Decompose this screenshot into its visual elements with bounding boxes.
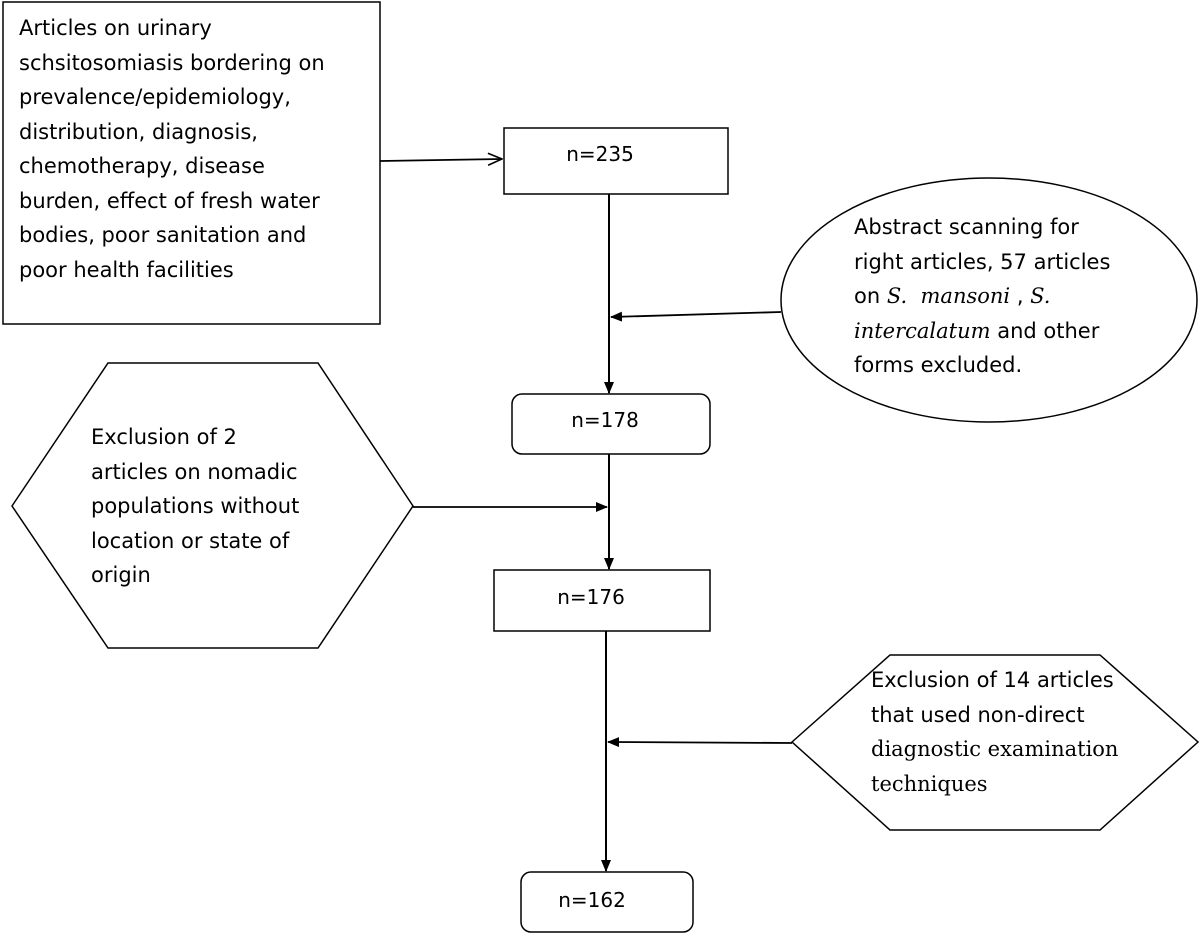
- source-line: distribution, diagnosis,: [19, 119, 258, 144]
- source-line: burden, effect of fresh water: [19, 188, 320, 213]
- arrow-source-to-n235: [379, 159, 502, 161]
- diagnostic-exclusion-line: techniques: [871, 771, 988, 796]
- n176-box: [493, 569, 711, 632]
- nomadic-exclusion-hexagon: [11, 362, 414, 649]
- diagnostic-exclusion-text: Exclusion of 14 articles that used non-d…: [871, 663, 1118, 801]
- abstract-scan-ellipse: [780, 177, 1198, 423]
- diagnostic-exclusion-hexagon: [790, 654, 1200, 831]
- source-line: bodies, poor sanitation and: [19, 223, 307, 247]
- nomadic-exclusion-line: location or state of: [91, 528, 290, 553]
- nomadic-exclusion-line: origin: [91, 563, 151, 587]
- diagnostic-exclusion-line: diagnostic examination: [871, 737, 1119, 761]
- nomadic-exclusion-text: Exclusion of 2 articles on nomadic popul…: [91, 420, 299, 593]
- source-line: Articles on urinary: [19, 16, 212, 40]
- arrow-abstract-scan: [610, 311, 782, 322]
- n176-label: n=176: [557, 585, 625, 609]
- source-line: schsitosomiasis bordering on: [19, 50, 325, 75]
- source-line: poor health facilities: [19, 257, 234, 282]
- abstract-scan-line: forms excluded.: [854, 353, 1023, 377]
- abstract-scan-text: Abstract scanning for right articles, 57…: [854, 210, 1110, 383]
- n235-box: [503, 127, 729, 195]
- diagnostic-exclusion-line: Exclusion of 14 articles: [871, 668, 1114, 692]
- source-line: prevalence/epidemiology,: [19, 85, 291, 109]
- n162-label: n=162: [558, 888, 626, 912]
- n162-box: [520, 871, 694, 933]
- nomadic-exclusion-line: populations without: [91, 494, 300, 518]
- species-name: intercalatum: [854, 318, 991, 343]
- abstract-scan-line: intercalatum and other: [854, 314, 1110, 349]
- abstract-scan-line: right articles, 57 articles: [854, 249, 1111, 274]
- abstract-scan-fragment: ,: [1010, 284, 1031, 308]
- n178-label: n=178: [571, 408, 639, 432]
- species-name: S.: [1030, 284, 1051, 308]
- source-line: chemotherapy, disease: [19, 154, 265, 178]
- n178-box: [511, 393, 711, 455]
- nomadic-exclusion-line: Exclusion of 2: [91, 425, 237, 449]
- diagnostic-exclusion-line: that used non-direct: [871, 702, 1085, 727]
- abstract-scan-fragment: on: [854, 284, 887, 308]
- n235-label: n=235: [566, 142, 634, 166]
- source-box: [2, 1, 381, 325]
- abstract-scan-fragment: and other: [990, 318, 1100, 343]
- arrow-diagnostic-exclusion: [607, 737, 793, 748]
- nomadic-exclusion-line: articles on nomadic: [91, 459, 298, 484]
- abstract-scan-line: on S. mansoni , S.: [854, 279, 1110, 314]
- abstract-scan-line: Abstract scanning for: [854, 215, 1079, 239]
- source-text: Articles on urinary schsitosomiasis bord…: [19, 11, 325, 287]
- species-name: S. mansoni: [886, 284, 1011, 308]
